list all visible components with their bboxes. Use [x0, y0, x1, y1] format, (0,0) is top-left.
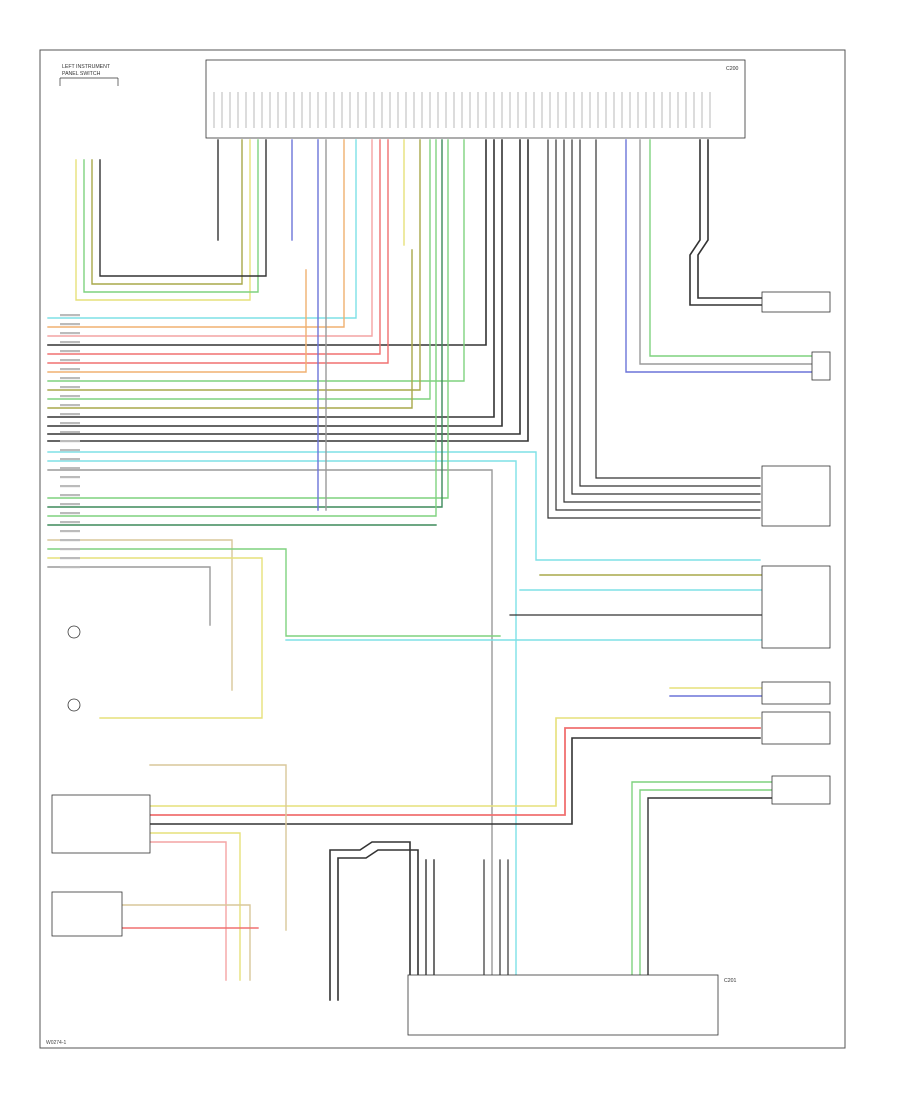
label-bar: [60, 332, 80, 335]
label-bar: [60, 395, 80, 398]
label-bar: [60, 422, 80, 425]
illegible-labels: [60, 314, 80, 569]
label-bar: [60, 323, 80, 326]
top-left-connector: LEFT INSTRUMENT PANEL SWITCH: [59, 64, 119, 86]
label-bar: [60, 431, 80, 434]
label-bar: [60, 494, 80, 497]
label-bar: [60, 557, 80, 560]
label-bar: [60, 386, 80, 389]
svg-text:C200: C200: [726, 66, 739, 72]
svg-text:PANEL SWITCH: PANEL SWITCH: [62, 71, 101, 77]
label-bar: [60, 440, 80, 443]
label-bar: [60, 521, 80, 524]
label-bar: [60, 350, 80, 353]
label-bar: [60, 503, 80, 506]
label-bar: [60, 377, 80, 380]
label-bar: [60, 368, 80, 371]
bottom-module-connector: C201: [407, 974, 737, 1036]
label-bar: [60, 314, 80, 317]
label-bar: [60, 476, 80, 479]
label-bar: [60, 485, 80, 488]
svg-text:C201: C201: [724, 978, 737, 984]
label-bar: [60, 539, 80, 542]
label-bar: [60, 548, 80, 551]
page-id: W0274-1: [46, 1040, 67, 1046]
label-bar: [60, 341, 80, 344]
label-bar: [60, 359, 80, 362]
wire-harness: [47, 139, 813, 1001]
label-bar: [60, 530, 80, 533]
label-bar: [60, 404, 80, 407]
diagram-frame: [39, 49, 846, 1049]
label-bar: [60, 458, 80, 461]
top-module-connector: C200: [205, 59, 746, 139]
label-bar: [60, 413, 80, 416]
label-bar: [60, 566, 80, 569]
left-connectors: [51, 625, 151, 937]
right-connectors: [761, 291, 831, 805]
label-bar: [60, 449, 80, 452]
label-bar: [60, 512, 80, 515]
label-bar: [60, 467, 80, 470]
svg-text:LEFT INSTRUMENT: LEFT INSTRUMENT: [62, 64, 111, 70]
